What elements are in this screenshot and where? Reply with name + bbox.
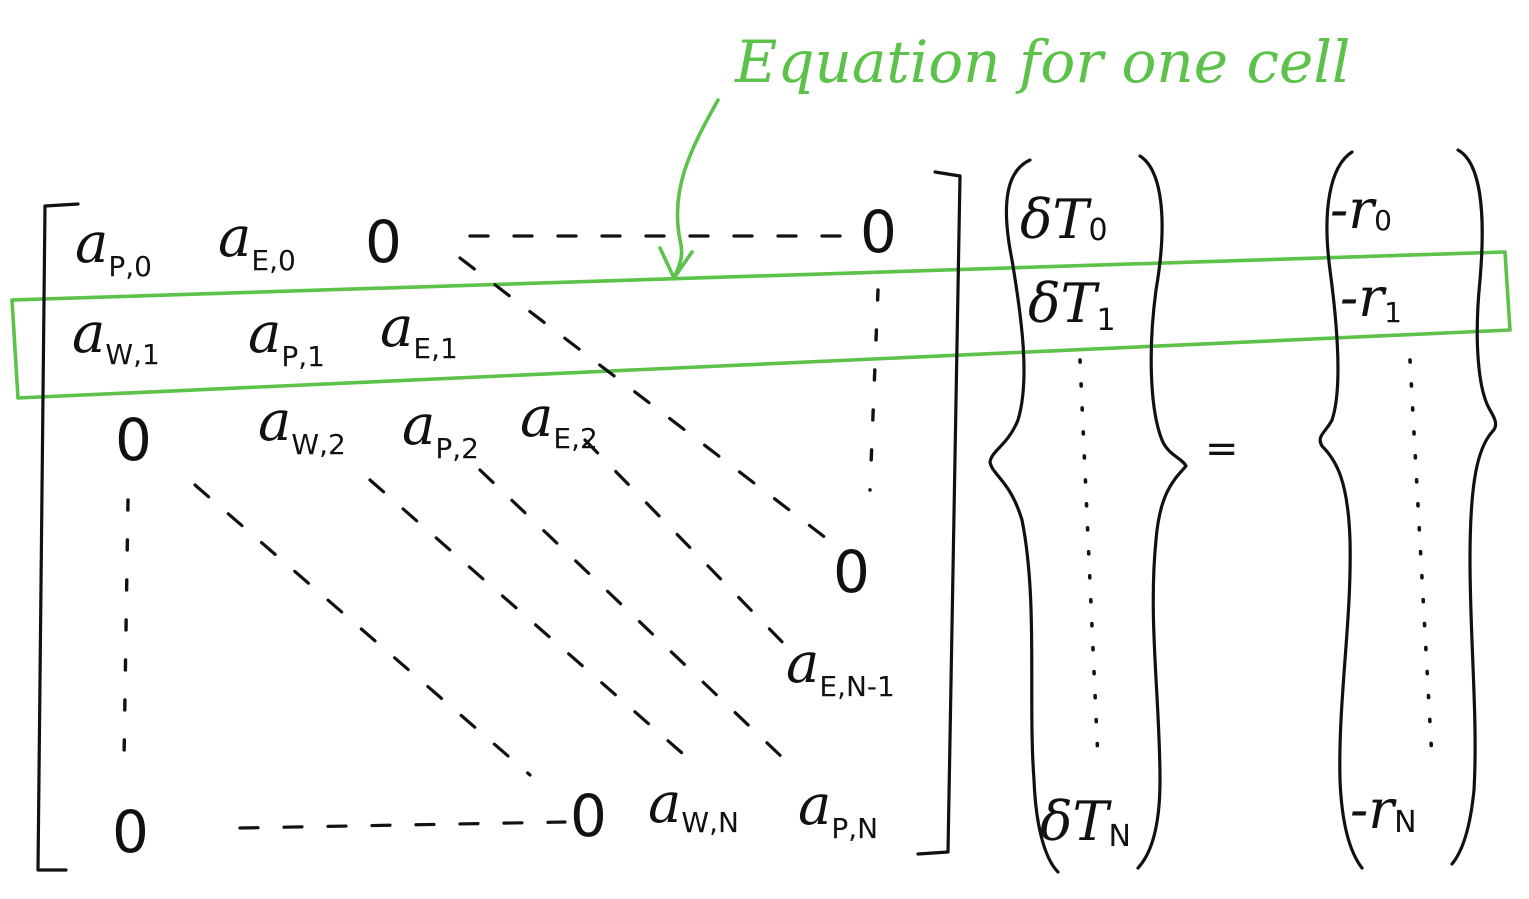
right-column-dashes — [868, 288, 880, 492]
rhs-r1: -r1 — [1340, 266, 1402, 329]
matrix-brackets — [36, 170, 962, 872]
matrix-row-0: aP,0 aE,0 0 0 — [75, 198, 897, 283]
annotation: Equation for one cell — [10, 28, 1512, 400]
highlight-row-box — [10, 250, 1512, 400]
annotation-arrow-shaft — [672, 98, 720, 280]
rhs-right-brace — [1450, 148, 1498, 866]
entry-zero-last-mid: 0 — [570, 782, 607, 850]
left-column-dashes — [122, 498, 130, 762]
diag-lower-1 — [368, 478, 692, 762]
entry-zero-right-mid: 0 — [833, 538, 870, 606]
entry-a-e2: aE,2 — [520, 385, 598, 455]
entry-a-e1: aE,1 — [380, 295, 458, 365]
diag-lower-2 — [193, 483, 532, 777]
entry-zero-r2c0: 0 — [115, 406, 152, 474]
rhs-vector: -r0 -r1 -rN — [1318, 148, 1498, 870]
matrix-left-bracket — [36, 202, 80, 872]
rhs-r0: -r0 — [1330, 178, 1392, 241]
entry-a-pn: aP,N — [798, 773, 878, 845]
entry-a-p1: aP,1 — [248, 301, 325, 373]
unknown-left-brace — [988, 158, 1060, 874]
unknown-dots — [1078, 358, 1100, 762]
equals-sign: = — [1205, 426, 1239, 472]
unknown-t0: δT0 — [1020, 188, 1108, 251]
rhs-left-brace — [1318, 150, 1364, 870]
annotation-arrow-head — [658, 246, 694, 280]
unknown-vector: δT0 δT1 δTN — [988, 154, 1188, 874]
entry-zero-last-c0: 0 — [112, 798, 149, 866]
entry-a-en-1: aE,N-1 — [786, 631, 895, 703]
unknown-tn: δTN — [1040, 790, 1131, 854]
diag-upper-2 — [583, 438, 792, 652]
entry-a-e0: aE,0 — [218, 205, 296, 277]
rhs-dots — [1408, 358, 1434, 762]
diag-main — [478, 468, 787, 762]
entry-a-w1: aW,1 — [72, 301, 160, 371]
annotation-label: Equation for one cell — [734, 28, 1350, 96]
entry-a-wn: aW,N — [648, 771, 739, 839]
entry-a-w2: aW,2 — [258, 389, 346, 461]
entry-a-p0: aP,0 — [75, 211, 152, 283]
diag-upper-1 — [458, 256, 837, 547]
entry-zero-r0c2: 0 — [365, 208, 402, 276]
last-row-dashes — [238, 820, 567, 830]
matrix-last-row: 0 0 aW,N aP,N — [112, 771, 878, 866]
matrix-row-2: 0 aW,2 aP,2 aE,2 — [115, 385, 598, 474]
diagonal-dashes — [193, 256, 837, 777]
matrix-row-1: aW,1 aP,1 aE,1 — [72, 295, 458, 373]
rhs-rn: -rN — [1350, 778, 1417, 841]
entry-zero-r0-last: 0 — [860, 198, 897, 266]
unknown-t1: δT1 — [1028, 272, 1116, 338]
matrix-right-column: 0 aE,N-1 — [786, 288, 895, 703]
entry-a-p2: aP,2 — [402, 393, 479, 465]
unknown-right-brace — [1136, 154, 1188, 870]
matrix-right-bracket — [916, 170, 962, 856]
